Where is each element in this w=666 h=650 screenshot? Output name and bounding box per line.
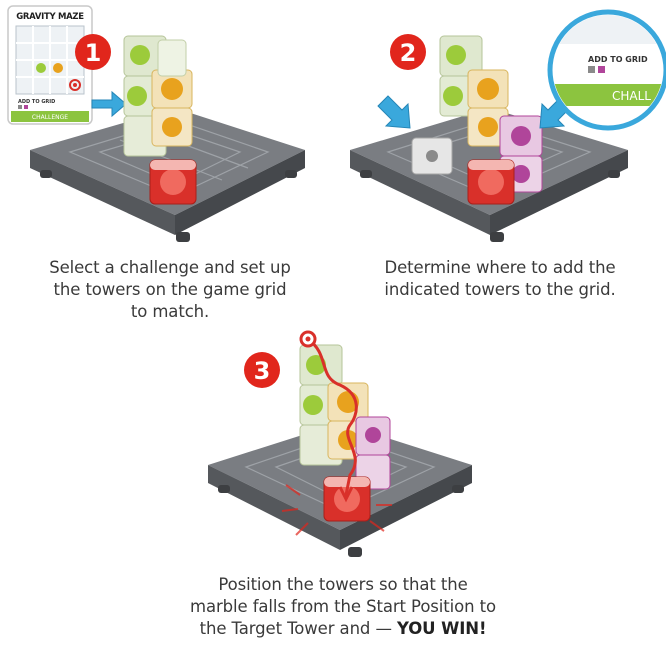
zoom-callout: ADD TO GRID CHALL (547, 9, 666, 131)
marble-path (306, 337, 358, 503)
you-win-text: YOU WIN! (397, 619, 487, 638)
caption-step-3: Position the towers so that the marble f… (160, 574, 526, 640)
step-badge-3: 3 (244, 352, 280, 388)
step-badge-1: 1 (75, 34, 111, 70)
caption-step-1: Select a challenge and set up the towers… (49, 258, 291, 321)
pointer-arrow (91, 90, 127, 118)
card-footer-text: CHALLENGE (32, 114, 68, 121)
tower-stack (123, 35, 193, 157)
caption-step-3-last-line: the Target Tower and — YOU WIN! (199, 619, 487, 638)
target-cube (149, 159, 197, 205)
zoom-footer-text: CHALL (612, 89, 651, 103)
svg-text:3: 3 (254, 357, 271, 385)
caption-step-2: Determine where to add the indicated tow… (384, 258, 616, 299)
card-add-label: ADD TO GRID (18, 99, 55, 105)
svg-text:1: 1 (85, 39, 102, 67)
card-logo-text: GRAVITY MAZE (16, 12, 84, 22)
challenge-card: GRAVITY MAZE ADD TO GRID CHALLENGE (7, 5, 93, 125)
step-badge-2: 2 (390, 34, 426, 70)
start-position-marker (299, 330, 317, 348)
svg-text:2: 2 (400, 39, 417, 67)
card-grid (15, 25, 85, 95)
scene-step-2: ADD TO GRID CHALL 2 (350, 9, 666, 242)
scene-step-1: GRAVITY MAZE ADD TO GRID CHALLENGE (7, 5, 305, 242)
zoom-add-label: ADD TO GRID (588, 55, 648, 64)
scene-step-3: 3 (208, 330, 472, 557)
pointer-arrow-left (377, 95, 411, 129)
target-cube (467, 159, 515, 205)
